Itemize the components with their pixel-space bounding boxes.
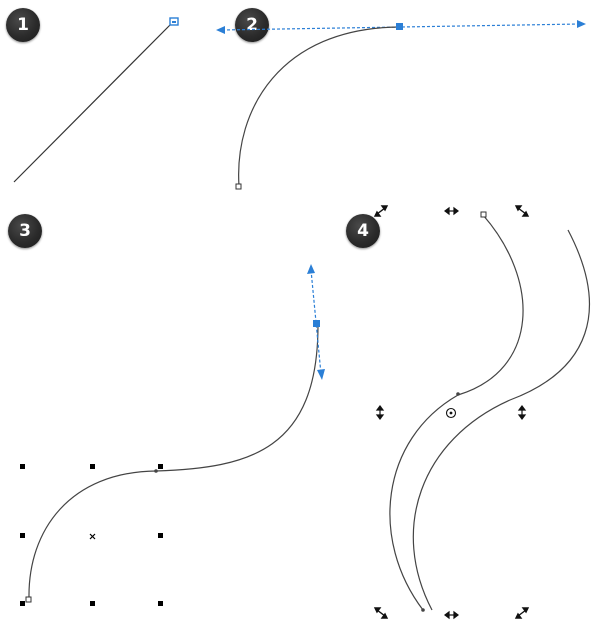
bbox-node <box>90 601 95 606</box>
straight-line <box>13 22 173 183</box>
curve-drawing-step-4 <box>373 205 590 620</box>
curve-drawing-step-3 <box>20 264 325 606</box>
selected-node-icon[interactable] <box>313 320 320 327</box>
rotate-arrow-icon[interactable] <box>514 205 530 217</box>
curve-node <box>421 608 425 612</box>
skew-arrow-icon[interactable] <box>375 405 385 420</box>
step-badge-4: 4 <box>346 214 380 248</box>
panel-step-2: 2 <box>200 0 600 195</box>
center-target-icon[interactable] <box>445 407 457 419</box>
start-node-icon[interactable] <box>480 211 487 218</box>
curve-drawing-step-2 <box>216 20 586 190</box>
curve-path <box>238 26 400 187</box>
skew-arrow-icon[interactable] <box>444 206 459 216</box>
step-badge-1: 1 <box>6 8 40 42</box>
curve-node <box>456 392 460 396</box>
bbox-node <box>158 464 163 469</box>
bounding-box-nodes <box>20 464 163 606</box>
step-badge-2: 2 <box>235 8 269 42</box>
control-arrow-icon <box>307 264 315 274</box>
panel-step-3: 3 <box>0 200 340 631</box>
s-curve-path <box>28 324 319 599</box>
panel-step-4: 4 <box>340 200 600 631</box>
start-node-icon[interactable] <box>235 183 242 190</box>
control-arrow-icon <box>577 20 586 28</box>
skew-arrow-icon[interactable] <box>517 405 527 420</box>
bbox-node <box>90 464 95 469</box>
straight-line-drawing <box>13 17 179 183</box>
start-node-icon[interactable] <box>25 596 32 603</box>
right-curve-path <box>412 229 590 611</box>
rotate-arrow-icon[interactable] <box>373 205 389 217</box>
bbox-node <box>158 601 163 606</box>
bbox-node <box>20 533 25 538</box>
control-arrow-icon <box>216 26 225 34</box>
cross-marker-icon <box>89 533 96 540</box>
bbox-node <box>158 533 163 538</box>
bbox-node <box>20 601 25 606</box>
rotate-arrow-icon[interactable] <box>514 607 530 619</box>
panel-step-1: 1 <box>0 0 200 195</box>
node-handle-icon[interactable] <box>169 17 179 26</box>
bbox-node <box>20 464 25 469</box>
curve-node <box>154 469 158 473</box>
selected-node-icon[interactable] <box>396 23 403 30</box>
left-curve-path <box>389 214 524 611</box>
skew-arrow-icon[interactable] <box>444 610 459 620</box>
step-badge-3: 3 <box>8 214 42 248</box>
control-arrow-icon <box>317 369 325 380</box>
rotate-arrow-icon[interactable] <box>373 607 389 619</box>
